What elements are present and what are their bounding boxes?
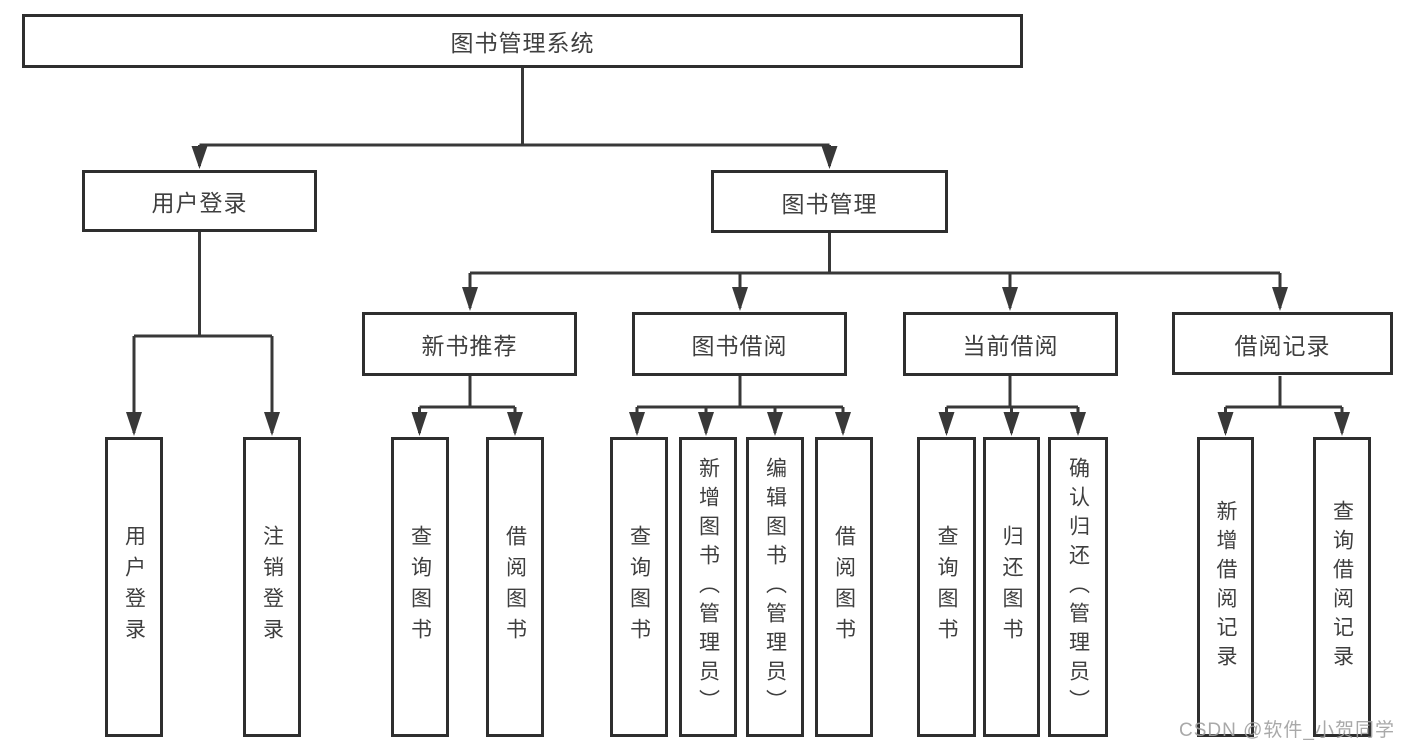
leaf-logout-label: 注销登录 [260,525,284,649]
leaf-query-books-current: 查询图书 [917,437,976,737]
node-current-borrow-label: 当前借阅 [962,333,1059,359]
node-book-management-label: 图书管理 [781,190,878,217]
csdn-watermark: CSDN @软件_小贺同学 [1179,720,1395,741]
leaf-confirm-return-admin: 确认归还（管理员） [1048,437,1108,737]
leaf-borrow-books-recommend-label: 借阅图书 [503,525,527,649]
node-root-label: 图书管理系统 [450,30,595,56]
leaf-confirm-return-admin-label: 确认归还（管理员） [1066,456,1090,718]
leaf-return-book-label: 归还图书 [1000,525,1023,649]
leaf-borrow-books-borrow: 借阅图书 [815,437,873,737]
leaf-user-login: 用户登录 [105,437,163,737]
node-new-book-recommend-label: 新书推荐 [421,333,518,359]
leaf-user-login-label: 用户登录 [122,525,146,649]
arrowheads [126,146,1350,436]
node-book-management: 图书管理 [711,170,948,233]
leaf-query-borrow-record: 查询借阅记录 [1313,437,1371,737]
leaf-add-book-admin-label: 新增图书（管理员） [696,456,720,718]
leaf-query-books-current-label: 查询图书 [935,525,958,649]
leaf-edit-book-admin: 编辑图书（管理员） [746,437,804,737]
leaf-query-borrow-record-label: 查询借阅记录 [1330,500,1354,674]
leaf-add-borrow-record: 新增借阅记录 [1197,437,1254,737]
node-book-borrow-label: 图书借阅 [691,333,788,359]
leaf-return-book: 归还图书 [983,437,1040,737]
node-borrow-records-label: 借阅记录 [1234,332,1331,359]
node-user-login-label: 用户登录 [151,190,248,216]
leaf-edit-book-admin-label: 编辑图书（管理员） [763,456,787,718]
leaf-query-books-recommend-label: 查询图书 [408,525,432,649]
leaf-add-borrow-record-label: 新增借阅记录 [1214,500,1237,674]
leaf-borrow-books-borrow-label: 借阅图书 [832,525,856,649]
node-root: 图书管理系统 [22,14,1023,68]
leaf-query-books-borrow-label: 查询图书 [627,525,651,649]
leaf-logout: 注销登录 [243,437,301,737]
node-user-login: 用户登录 [82,170,317,232]
node-current-borrow: 当前借阅 [903,312,1118,376]
leaf-query-books-recommend: 查询图书 [391,437,449,737]
node-borrow-records: 借阅记录 [1172,312,1393,375]
leaf-add-book-admin: 新增图书（管理员） [679,437,737,737]
leaf-borrow-books-recommend: 借阅图书 [486,437,544,737]
leaf-query-books-borrow: 查询图书 [610,437,668,737]
node-book-borrow: 图书借阅 [632,312,847,376]
node-new-book-recommend: 新书推荐 [362,312,577,376]
